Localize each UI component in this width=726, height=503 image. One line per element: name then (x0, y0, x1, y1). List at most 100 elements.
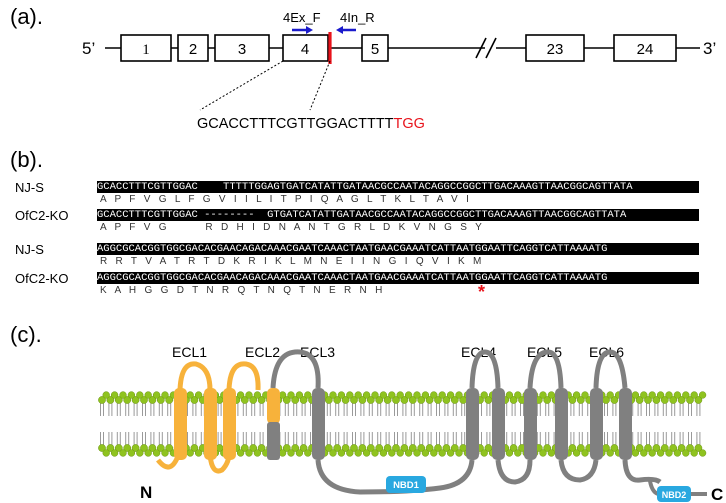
lipid-head (455, 391, 463, 399)
lipid-head (190, 396, 199, 404)
lipid-head (442, 396, 451, 404)
sequence-njs-2: AGGCGCACGGTGGCGACACGAACAGACAAACGAATCAAAC… (97, 243, 608, 255)
ecl1-loop (177, 361, 213, 391)
aa-ko-2: K A H G G D T N R Q T N Q T N E R N H (100, 285, 383, 296)
tm-helix-6 (466, 388, 479, 460)
exon-1 (120, 34, 172, 62)
lipid-head (249, 444, 258, 452)
lipid-head (110, 391, 119, 399)
lipid-head (392, 396, 400, 404)
aa-njs-1: A P F V G L F G V I I L I T P I Q A G L … (100, 194, 469, 205)
lipid-head (686, 396, 694, 404)
lipid-head (425, 444, 434, 452)
lipid-head (421, 449, 430, 457)
sequence-njs-1: GCACCTTTCGTTGGAC TTTTTGGAGTGATCATATTGATA… (97, 181, 633, 193)
lipid-head (698, 391, 707, 399)
lipid-head (543, 444, 552, 452)
exon-label-24: 24 (637, 41, 654, 58)
lipid-head (98, 396, 106, 404)
lipid-head (295, 449, 304, 457)
lipid-head (539, 449, 547, 457)
lipid-head (304, 449, 312, 457)
exon-label-5: 5 (371, 41, 379, 58)
aa-ko-1: A P F V G R D H I D N A N T G R L D K V … (100, 222, 482, 233)
lipid-head (690, 391, 698, 399)
primer-forward-arrowhead (306, 26, 313, 34)
lipid-head (278, 449, 287, 457)
lipid-head (572, 391, 581, 399)
lipid-head (673, 449, 682, 457)
lipid-head (576, 444, 585, 452)
lipid-head (123, 444, 132, 452)
lipid-head (287, 391, 295, 399)
lipid-head (408, 396, 417, 404)
tm-helix-2 (204, 388, 217, 460)
lipid-head (341, 396, 350, 404)
lipid-head (640, 449, 648, 457)
lipid-head (299, 396, 308, 404)
lipid-head (572, 449, 581, 457)
ecl1-label: ECL1 (172, 344, 207, 360)
lipid-head (123, 396, 132, 404)
lipid-head (333, 396, 342, 404)
lipid-head (350, 396, 358, 404)
lipid-head (698, 449, 707, 457)
lipid-head (660, 396, 669, 404)
lipid-head (354, 449, 362, 457)
lipid-head (438, 391, 446, 399)
lipid-head (127, 449, 136, 457)
lipid-head (186, 449, 194, 457)
lipid-head (400, 444, 409, 452)
tm-helix-1 (174, 388, 187, 460)
lipid-head (362, 391, 371, 399)
lipid-head (539, 391, 547, 399)
lipid-head (379, 449, 388, 457)
lipid-head (455, 449, 463, 457)
lipid-head (119, 391, 127, 399)
transporter-topology-diagram: ECL1 ECL2 ECL3 ECL4 ECL5 ECL6 NBD1 NBD2 … (98, 344, 723, 503)
lipid-head (156, 396, 165, 404)
lipid-head (282, 444, 291, 452)
break-mark-2 (485, 37, 497, 59)
lipid-head (148, 396, 157, 404)
lipid-head (245, 449, 253, 457)
break-mark-1 (475, 37, 487, 59)
lipid-head (324, 444, 333, 452)
nbd1-label: NBD1 (393, 480, 420, 491)
seq-bar-ko-2 (97, 272, 699, 284)
lipid-head (396, 391, 404, 399)
icl4-loop (495, 459, 533, 485)
icl5-loop (558, 459, 599, 483)
lipid-head (152, 391, 161, 399)
lipid-head (673, 391, 682, 399)
lipid-head (652, 444, 661, 452)
tm-helix-4-bottom (267, 422, 280, 460)
exon-label-4: 4 (301, 41, 309, 58)
lipid-head (106, 396, 115, 404)
lipid-head (652, 396, 661, 404)
lipid-head (346, 391, 354, 399)
lipid-head (421, 391, 430, 399)
lipid-head (505, 391, 514, 399)
primer-reverse-arrowhead (336, 26, 343, 34)
lipid-head (446, 449, 455, 457)
ecl6-loop (593, 349, 628, 389)
lipid-head (514, 449, 522, 457)
lipid-head (136, 391, 144, 399)
lipid-head (669, 396, 678, 404)
ecl2-label: ECL2 (245, 344, 280, 360)
lipid-head (295, 391, 304, 399)
nbd2-label: NBD2 (662, 490, 687, 500)
zoom-line-left (199, 60, 284, 111)
lipid-head (694, 444, 703, 452)
gene-structure-diagram: 1 2 3 4 5 23 24 5’ 3’ 4Ex_F 4In_R GCACCT… (82, 10, 716, 132)
lipid-head (236, 449, 245, 457)
lipid-head (144, 449, 152, 457)
lipid-head (110, 449, 119, 457)
lipid-head (375, 444, 384, 452)
lipid-head (253, 391, 262, 399)
lipid-head (383, 444, 392, 452)
lipid-head (346, 449, 354, 457)
lipid-head (568, 444, 577, 452)
lipid-head (677, 396, 686, 404)
